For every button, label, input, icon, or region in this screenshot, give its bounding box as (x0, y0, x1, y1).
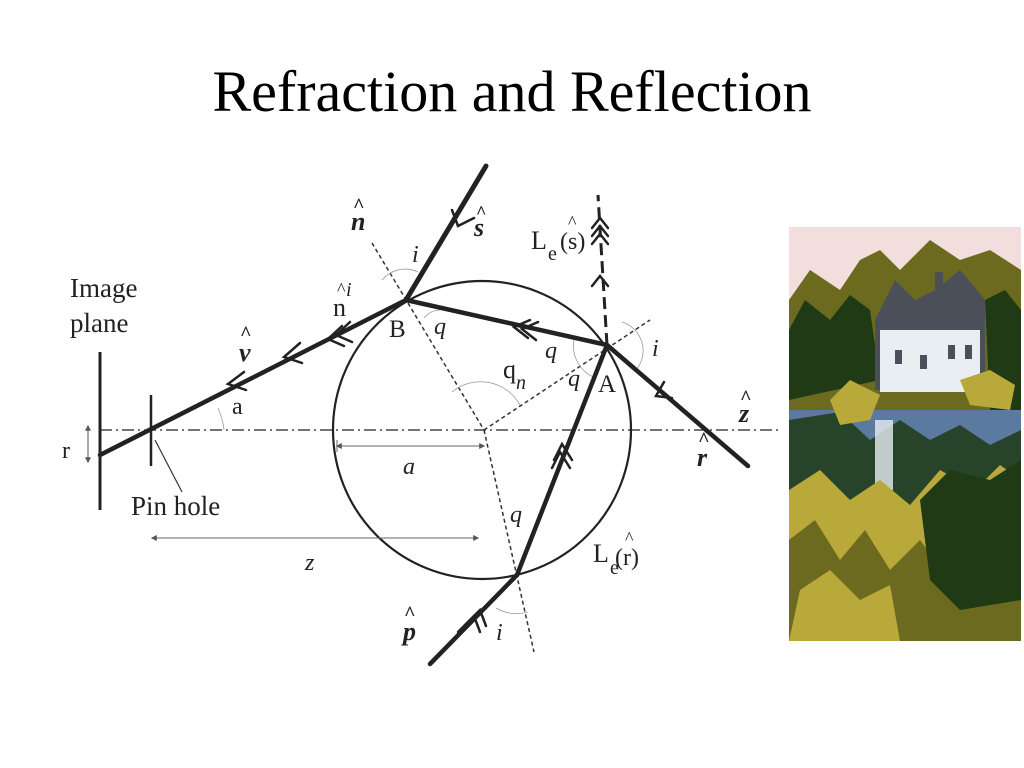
normal-at-B (371, 242, 485, 431)
Le-r-e: e (610, 557, 619, 579)
angle-arc-alpha (217, 407, 225, 431)
angle-arc-B (423, 309, 441, 319)
s-hat: ^ (476, 202, 486, 222)
angle-arc-right (621, 321, 644, 371)
v-hat: ^ (240, 323, 252, 345)
Le-s-hat: ^ (568, 212, 577, 232)
ray-arrowheads (225, 208, 674, 634)
Le-r-arg: (r) (615, 545, 639, 571)
angle-arc-A (573, 339, 597, 379)
angle-arc-top (381, 268, 419, 281)
Le-s-arg: (s) (560, 229, 585, 255)
a-label: a (403, 454, 415, 480)
z-label: z (304, 550, 315, 576)
i-right-label: i (652, 336, 659, 362)
angle-arc-bottom (495, 607, 529, 615)
s-label: s (473, 213, 484, 242)
ray-B-to-pinhole (97, 297, 409, 458)
i-top-label: i (412, 242, 419, 268)
q-A1-label: q (545, 338, 557, 364)
q-bottom-label: q (510, 502, 522, 528)
z-axis-label: z (738, 399, 750, 428)
q-n-label: q (503, 355, 516, 384)
image-plane-label-1: Image (70, 273, 137, 303)
r-vec-label: r (697, 443, 708, 472)
Le-r-L: L (593, 539, 609, 568)
ray-p (427, 572, 520, 667)
point-A-label: A (598, 371, 616, 398)
Le-s-L: L (531, 226, 547, 255)
i-bottom-label: i (496, 620, 503, 646)
r-vec-hat: ^ (698, 429, 710, 451)
ray-inside-bottom-to-A (514, 342, 610, 578)
z-axis-hat: ^ (740, 387, 752, 409)
q-n-sub: n (516, 372, 526, 394)
alpha-label: a (232, 394, 243, 420)
slide-title: Refraction and Reflection (212, 59, 812, 124)
n-i-sub: i (346, 279, 352, 301)
angle-arc-center (451, 381, 521, 406)
v-label: v (239, 338, 251, 367)
normal-at-A (483, 319, 651, 431)
n-i-label: n (333, 293, 346, 322)
sphere (331, 279, 633, 581)
n-label: n (351, 207, 365, 236)
n-hat: ^ (353, 195, 365, 217)
normal-at-bottom (483, 429, 535, 653)
q-A2-label: q (568, 366, 580, 392)
house-landscape-image (789, 227, 1021, 641)
pin-hole-label: Pin hole (131, 491, 220, 521)
ray-inside-A-to-B (403, 297, 610, 348)
ray-r (604, 342, 751, 469)
p-hat: ^ (404, 603, 416, 625)
ray-s (403, 163, 489, 303)
ray-Le-s (596, 194, 609, 346)
image-plane-label-2: plane (70, 308, 128, 338)
n-i-hat: ^ (337, 279, 346, 299)
r-label: r (62, 438, 70, 464)
Le-s-e: e (548, 243, 557, 265)
Le-r-hat: ^ (625, 528, 634, 548)
point-B-label: B (389, 316, 406, 343)
pin-hole-pointer (154, 439, 183, 493)
p-label: p (401, 617, 416, 646)
q-B-label: q (434, 314, 446, 340)
